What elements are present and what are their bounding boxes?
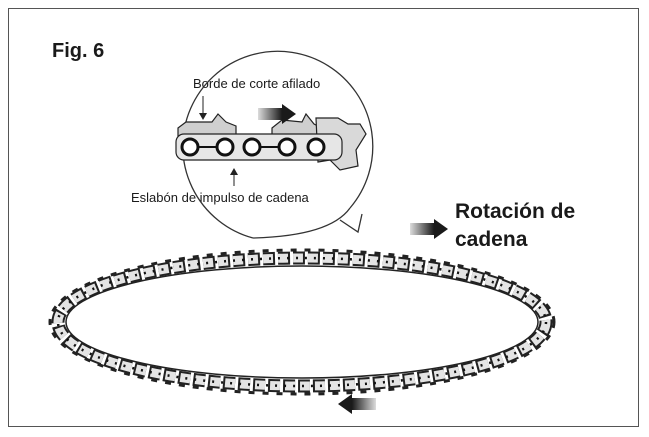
direction-arrow-icon <box>258 104 296 124</box>
figure-title: Fig. 6 <box>52 40 105 62</box>
detail-magnifier <box>182 50 374 239</box>
rotation-label-line2: cadena <box>455 228 528 251</box>
chain-loop <box>48 248 556 396</box>
direction-arrow-icon <box>338 394 376 414</box>
figure-frame <box>8 8 639 427</box>
drive-link-label: Eslabón de impulso de cadena <box>131 190 309 205</box>
detail-chain <box>175 96 367 186</box>
sharp-edge-label: Borde de corte afilado <box>193 76 321 91</box>
direction-arrow-icon <box>410 219 448 239</box>
rotation-label: Rotación de cadena <box>455 198 575 254</box>
rotation-label-line1: Rotación de <box>455 200 576 223</box>
chain-link-icon <box>180 137 326 157</box>
